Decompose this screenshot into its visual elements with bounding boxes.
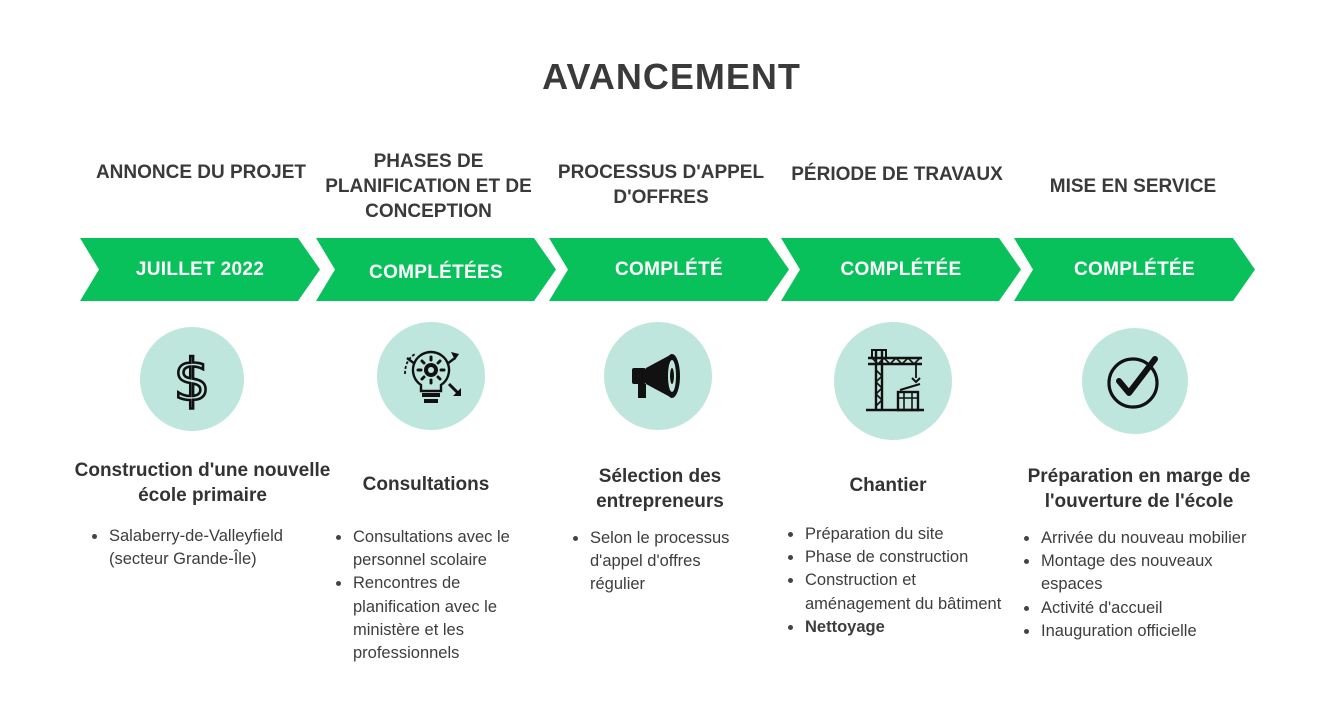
phase-heading-4: Chantier	[849, 475, 927, 496]
checkmark-icon	[1107, 356, 1159, 409]
bullet-list-2: Consultations avec le personnel scolaire…	[333, 526, 548, 665]
status-chevron-1: JUILLET 2022	[80, 238, 320, 301]
lightbulb-gear-icon	[404, 350, 461, 403]
chevron-shape	[1014, 238, 1255, 301]
list-item: Activité d'accueil	[1021, 597, 1291, 620]
icon-circle-1: $	[140, 327, 244, 431]
phase-heading-2: Consultations	[362, 474, 490, 495]
icon-circle-4	[834, 322, 952, 440]
list-item: Phase de construction	[785, 546, 1010, 569]
list-item: Inauguration officielle	[1021, 620, 1291, 643]
phase-heading-5: Préparation en marge de l'ouverture de l…	[1027, 466, 1251, 512]
icon-circle-2	[377, 322, 485, 430]
svg-text:$: $	[174, 346, 211, 414]
list-item: Rencontres de planification avec le mini…	[333, 572, 548, 665]
phase-title-2: PHASES DE PLANIFICATION ET DE CONCEPTION	[325, 151, 532, 222]
status-chevron-3: COMPLÉTÉ	[549, 238, 789, 301]
chevron-shape	[781, 238, 1021, 301]
list-item: Préparation du site	[785, 523, 1010, 546]
list-item: Selon le processus d'appel d'offres régu…	[570, 527, 760, 597]
status-chevron-4: COMPLÉTÉE	[781, 238, 1021, 301]
status-label: COMPLÉTÉ	[615, 258, 723, 280]
phase-heading-1: Construction d'une nouvelle école primai…	[74, 460, 331, 506]
phase-heading-3: Sélection des entrepreneurs	[596, 466, 724, 512]
status-chevron-2: COMPLÉTÉES	[316, 238, 556, 301]
status-chevron-5: COMPLÉTÉE	[1014, 238, 1255, 301]
chevron-shape	[549, 238, 789, 301]
phase-title-3: PROCESSUS D'APPEL D'OFFRES	[557, 162, 765, 208]
dollar-icon: $	[172, 345, 212, 414]
list-item: Salaberry-de-Valleyfield (secteur Grande…	[89, 525, 299, 571]
list-item: Consultations avec le personnel scolaire	[333, 526, 548, 572]
bullet-list-1: Salaberry-de-Valleyfield (secteur Grande…	[89, 525, 299, 571]
icon-circle-5	[1082, 328, 1188, 434]
phase-title-1: ANNONCE DU PROJET	[95, 162, 307, 183]
list-item: Construction et aménagement du bâtiment	[785, 569, 1010, 615]
crane-icon	[866, 349, 924, 412]
icon-circle-3	[604, 322, 712, 430]
page-title: AVANCEMENT	[542, 56, 801, 97]
phase-title-4: PÉRIODE DE TRAVAUX	[791, 164, 1003, 185]
chevron-shape	[80, 238, 320, 301]
bullet-list-5: Arrivée du nouveau mobilier Montage des …	[1021, 527, 1291, 643]
status-label: COMPLÉTÉE	[1074, 258, 1195, 280]
status-label: JUILLET 2022	[135, 258, 265, 280]
phase-title-5: MISE EN SERVICE	[1049, 176, 1217, 197]
list-item: Montage des nouveaux espaces	[1021, 550, 1251, 596]
bullet-list-3: Selon le processus d'appel d'offres régu…	[570, 527, 760, 597]
status-label: COMPLÉTÉES	[369, 261, 503, 283]
megaphone-icon	[632, 354, 680, 398]
status-label: COMPLÉTÉE	[840, 258, 962, 280]
chevron-shape	[316, 238, 556, 301]
list-item: Nettoyage	[785, 616, 1010, 639]
list-item: Arrivée du nouveau mobilier	[1021, 527, 1291, 550]
bullet-list-4: Préparation du site Phase de constructio…	[785, 523, 1010, 639]
